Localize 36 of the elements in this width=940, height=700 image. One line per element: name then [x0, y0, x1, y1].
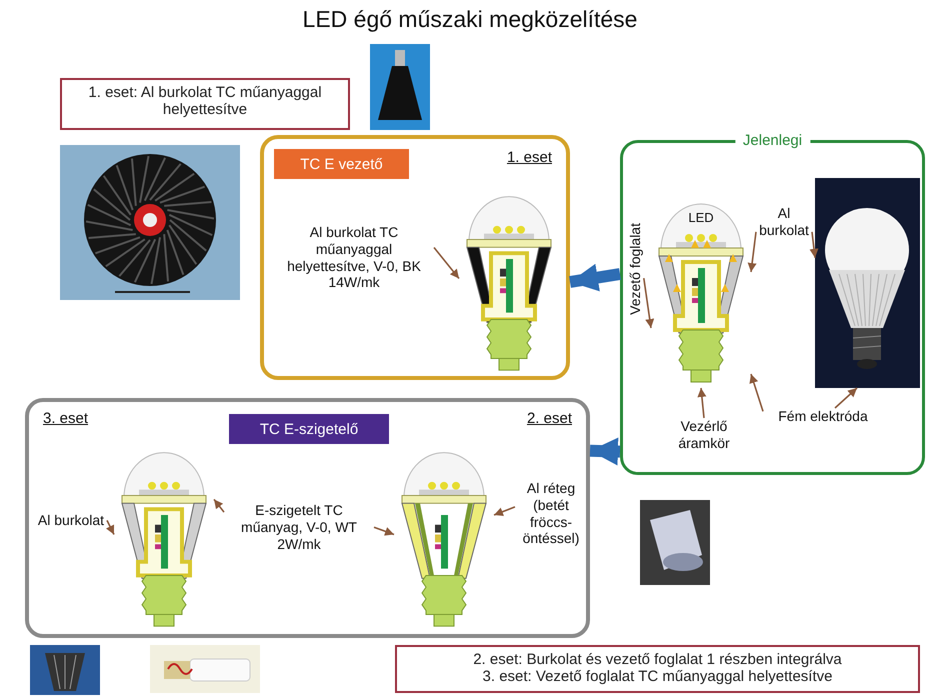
note-text: 1. eset: Al burkolat TC műanyaggal helyettesítve: [87, 84, 323, 118]
leader-line: [749, 374, 764, 412]
leader-line: [494, 506, 516, 516]
leader-line: [697, 388, 706, 418]
callout-text: E-szigetelt TC műanyag, V-0, WT 2W/mk: [224, 502, 374, 552]
note-box: [60, 78, 350, 130]
case-heading: 1. eset: [506, 149, 552, 166]
note-text: 3. eset: Vezető foglalat TC műanyaggal helyettesítve: [482, 668, 834, 685]
leader-line: [106, 520, 115, 535]
banner-label: TC E-szigetelő: [229, 414, 389, 444]
callout-text: Al burkolat: [756, 205, 812, 239]
case-panel: [25, 398, 590, 638]
case-heading: 3. eset: [43, 410, 88, 427]
callout-text: Vezérlő áramkör: [668, 418, 740, 452]
leader-line: [810, 232, 818, 258]
note-text: 2. eset: Burkolat és vezető foglalat 1 részben integrálva: [472, 651, 843, 668]
leader-line: [213, 498, 225, 513]
case-panel: [260, 135, 570, 380]
block-arrow: [569, 264, 621, 292]
case-heading: 2. eset: [526, 410, 572, 427]
leader-line: [433, 247, 460, 279]
diagram-title: LED égő műszaki megközelítése: [302, 6, 638, 33]
leader-line: [834, 387, 858, 409]
note-box: [395, 645, 920, 693]
panel-title: Jelenlegi: [734, 132, 810, 149]
leader-line: [748, 232, 757, 272]
callout-text: Fém elektróda: [763, 408, 883, 425]
callout-text: Al burkolat: [35, 512, 107, 529]
callout-text: Vezető foglalat: [627, 223, 644, 315]
block-arrow: [590, 438, 620, 466]
banner-label: TC E vezető: [274, 149, 409, 179]
leader-line: [643, 278, 654, 328]
callout-text: Al réteg (betét fröccs-öntéssel): [515, 480, 587, 548]
led-label: LED: [688, 210, 714, 225]
leader-line: [374, 526, 394, 536]
callout-text: Al burkolat TC műanyaggal helyettesítve, V-0, BK 14W/mk: [274, 224, 434, 292]
